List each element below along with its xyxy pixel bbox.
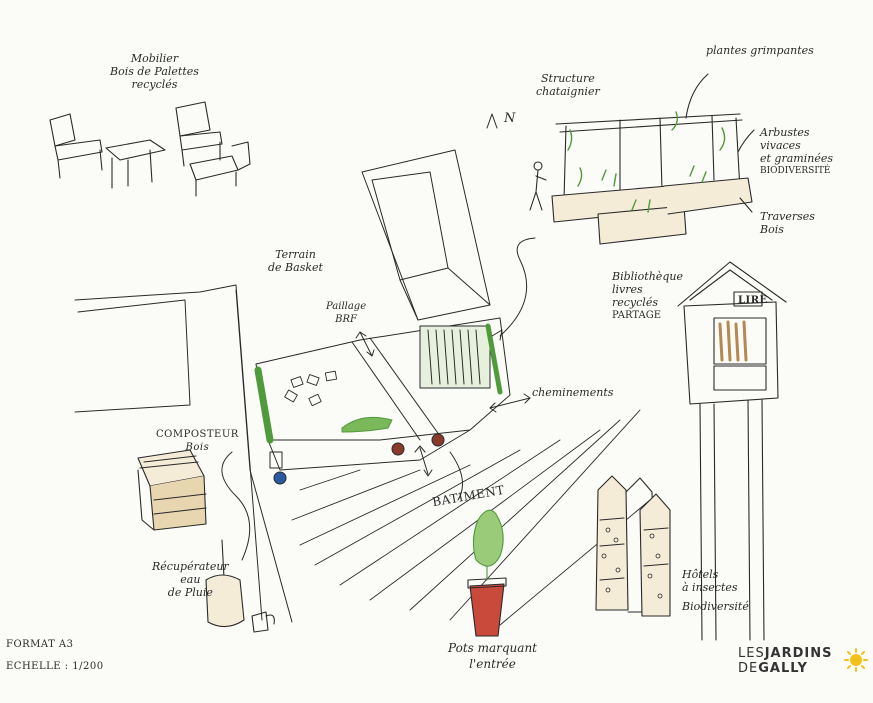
label-line: Bibliothèque bbox=[612, 270, 683, 283]
label-traverses: Traverses Bois bbox=[760, 210, 815, 236]
label-line: eau bbox=[180, 573, 201, 586]
label-line: Pots marquant bbox=[448, 641, 537, 655]
hedge-green bbox=[254, 366, 274, 444]
brand-de: DE bbox=[738, 661, 759, 676]
pot-marker-2 bbox=[431, 433, 445, 447]
book-library-illustration bbox=[677, 261, 787, 641]
arrow-paillage bbox=[359, 331, 373, 357]
label-structure: Structure chataignier bbox=[536, 72, 600, 98]
potted-plant-illustration bbox=[467, 509, 507, 637]
label-line: recyclés bbox=[612, 296, 658, 309]
label-line: de Pluie bbox=[167, 586, 213, 599]
label-line: Biodiversité bbox=[682, 600, 749, 613]
label-line: vivaces bbox=[760, 139, 801, 152]
leader-compost bbox=[221, 451, 251, 561]
label-line: et graminées bbox=[760, 152, 833, 165]
label-lire: LIRE bbox=[738, 295, 768, 306]
label-north: N bbox=[504, 111, 516, 126]
label-line: Mobilier bbox=[130, 52, 179, 65]
composter-illustration bbox=[137, 449, 207, 531]
compost-marker bbox=[269, 451, 283, 469]
label-cheminements: cheminements bbox=[532, 386, 614, 399]
pergola-illustration bbox=[529, 73, 755, 245]
label-line: Traverses bbox=[760, 210, 815, 223]
label-line: Terrain bbox=[275, 248, 316, 261]
label-plantes: plantes grimpantes bbox=[706, 44, 814, 57]
label-line: de Basket bbox=[268, 261, 323, 274]
label-line: BIODIVERSITÉ bbox=[760, 166, 831, 176]
label-mobilier: Mobilier Bois de Palettes recyclés bbox=[110, 52, 199, 91]
brand-logo: LESJARDINS DEGALLY bbox=[738, 646, 833, 676]
climbing-plants bbox=[567, 111, 726, 213]
label-line: l'entrée bbox=[469, 657, 516, 671]
site-plan bbox=[74, 149, 651, 626]
label-terrain: Terrain de Basket bbox=[268, 248, 323, 274]
label-line: recyclés bbox=[131, 78, 178, 91]
leader-pots bbox=[449, 451, 463, 501]
paillage-chairs bbox=[284, 370, 338, 407]
brand-les: LES bbox=[738, 646, 765, 661]
label-arbustes: Arbustes vivaces et graminées BIODIVERSI… bbox=[760, 126, 833, 178]
label-line: à insectes bbox=[682, 581, 738, 594]
label-hotels: Hôtels à insectes Biodiversité bbox=[682, 568, 749, 613]
label-paillage: Paillage BRF bbox=[326, 300, 366, 326]
north-arrow-icon bbox=[486, 113, 498, 129]
water-tank-marker bbox=[273, 471, 287, 485]
label-line: Hôtels bbox=[682, 568, 719, 581]
label-line: BRF bbox=[335, 314, 357, 325]
label-line: Bois bbox=[760, 223, 784, 236]
rain-collector-illustration bbox=[205, 539, 275, 633]
brand-jardins: JARDINS bbox=[764, 646, 833, 661]
label-line: PARTAGE bbox=[612, 310, 662, 321]
arrow-batiment bbox=[419, 447, 429, 475]
leader-structure bbox=[499, 237, 536, 337]
label-line: Bois bbox=[185, 442, 210, 453]
label-line: Récupérateur bbox=[152, 560, 229, 573]
label-line: Bois de Palettes bbox=[110, 65, 199, 78]
label-pots: Pots marquant l'entrée bbox=[448, 640, 537, 672]
label-line: COMPOSTEUR bbox=[156, 429, 239, 440]
label-line: chataignier bbox=[536, 85, 600, 98]
label-line: Paillage bbox=[326, 301, 367, 312]
brand-gally: GALLY bbox=[758, 661, 808, 676]
pallet-furniture-illustration bbox=[49, 101, 251, 197]
label-format: FORMAT A3 bbox=[6, 639, 74, 650]
pot-marker-1 bbox=[391, 442, 405, 456]
label-line: Structure bbox=[540, 72, 595, 85]
label-recuperateur: Récupérateur eau de Pluie bbox=[152, 560, 229, 599]
garden-area bbox=[255, 317, 511, 441]
label-line: livres bbox=[612, 283, 643, 296]
insect-hotel-illustration bbox=[595, 475, 671, 617]
arrow-cheminements bbox=[489, 397, 531, 409]
label-composteur: COMPOSTEUR Bois bbox=[156, 428, 239, 454]
label-line: Arbustes bbox=[760, 126, 810, 139]
label-bibliotheque: Bibliothèque livres recyclés PARTAGE bbox=[612, 270, 683, 322]
label-echelle: ECHELLE : 1/200 bbox=[6, 661, 104, 672]
sun-logo-icon bbox=[844, 648, 868, 672]
shrub-bed bbox=[341, 416, 393, 433]
building-roof bbox=[361, 149, 491, 321]
